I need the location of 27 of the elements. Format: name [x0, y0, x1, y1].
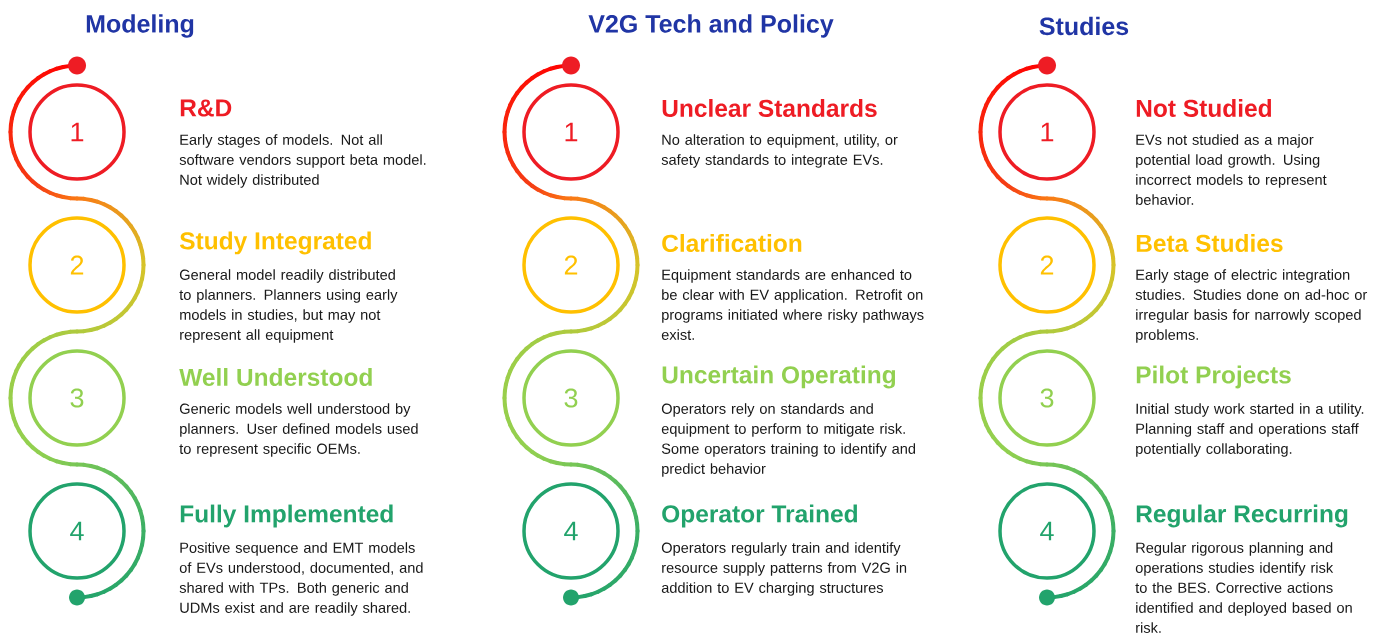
- step-heading: Well Understood: [179, 368, 372, 386]
- step-heading: Operator Trained: [662, 504, 857, 528]
- step-heading: R&D: [180, 99, 232, 117]
- step-heading: Not Studied: [1136, 99, 1271, 117]
- step-description: Equipment standards are enhanced to be clear with EV application. Retrofit on programs initiated where risky pathways exist.: [661, 269, 924, 340]
- step-heading: Fully Implemented: [180, 504, 393, 528]
- step-description: No alteration to equipment, utility, or safety standards to integrate EVs.: [661, 134, 898, 168]
- step-description: General model readily distributed to planners. Planners using early models in studies, but may not represent all equipment: [179, 269, 398, 343]
- step-description: Early stage of electric integration studies. Studies done on ad-hoc or irregular basis for narrowly scoped problems.: [1135, 269, 1368, 343]
- step-heading: Pilot Projects: [1136, 365, 1291, 389]
- step-description: Positive sequence and EMT models of EVs understood, documented, and shared with TPs. Both generic and UDMs exist and are readily shared.: [179, 542, 423, 616]
- step-description: Generic models well understood by planners. User defined models used to represent specific OEMs.: [179, 403, 418, 457]
- step-heading: Regular Recurring: [1136, 504, 1348, 528]
- step-description: Early stages of models. Not all software vendors support beta model. Not widely distributed: [179, 134, 426, 188]
- step-description: Operators rely on standards and equipment to perform to mitigate risk. Some operators training to identify and predict behavior: [661, 403, 916, 477]
- step-heading: Uncertain Operating: [662, 365, 896, 389]
- step-description: Initial study work started in a utility. Planning staff and operations staff potentially collaborating.: [1136, 403, 1364, 457]
- step-heading: Unclear Standards: [662, 99, 877, 117]
- column-title: Modeling: [86, 14, 194, 38]
- column-title: Studies: [1039, 16, 1129, 36]
- step-description: Regular rigorous planning and operations studies identify risk to the BES. Corrective actions identified and deployed based on risk.: [1135, 542, 1352, 633]
- step-description: Operators regularly train and identify resource supply patterns from V2G in addition to EV charging structures: [661, 542, 907, 596]
- step-description: EVs not studied as a major potential load growth. Using incorrect models to represent behavior.: [1136, 134, 1327, 205]
- step-heading: Study Integrated: [179, 231, 371, 255]
- step-heading: Clarification: [662, 234, 802, 252]
- step-heading: Beta Studies: [1136, 234, 1283, 252]
- column-title: V2G Tech and Policy: [588, 14, 834, 38]
